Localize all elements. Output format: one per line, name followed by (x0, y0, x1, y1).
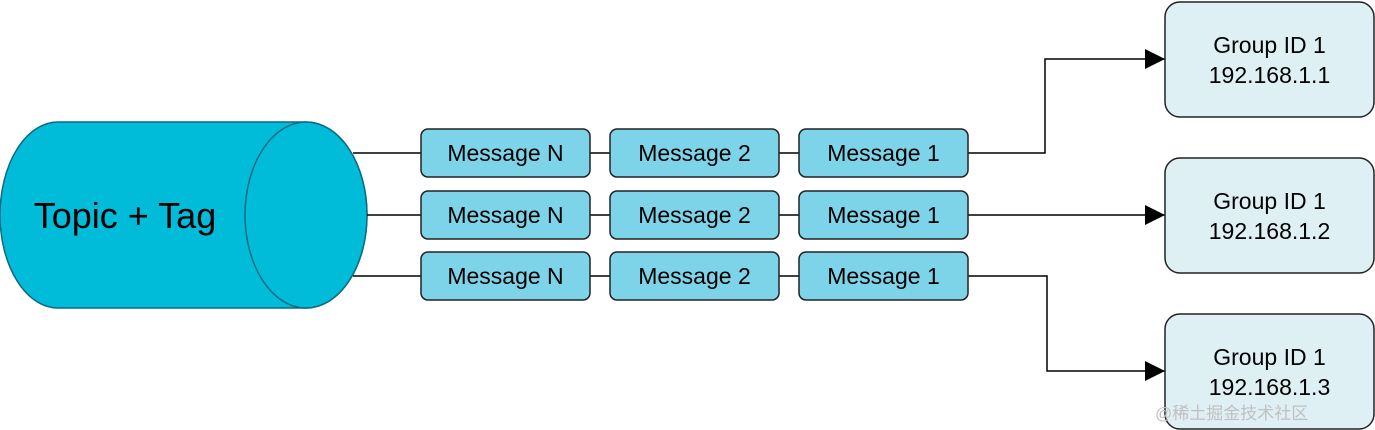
consumer-group-label: Group ID 1 (1213, 188, 1326, 214)
message-box-shape (420, 128, 591, 178)
arrow-to-consumer-3 (968, 275, 1165, 381)
message-label: Message 2 (638, 263, 751, 289)
message-box-shape (609, 128, 780, 178)
message-box: Message 2 (609, 190, 780, 240)
consumer-box-shape (1164, 157, 1375, 274)
message-queue-row: Message N Message 2 Message 1 (420, 251, 969, 301)
consumer-box: Group ID 1 192.168.1.3 (1164, 313, 1375, 430)
message-box-shape (798, 128, 969, 178)
message-box-shape (798, 190, 969, 240)
message-label: Message N (447, 263, 563, 289)
message-queue-row: Message N Message 2 Message 1 (420, 128, 969, 178)
consumer-ip-label: 192.168.1.3 (1209, 374, 1331, 400)
message-box: Message 2 (609, 251, 780, 301)
message-box-shape (420, 190, 591, 240)
topic-cylinder: Topic + Tag (0, 121, 368, 309)
message-box: Message N (420, 190, 591, 240)
topic-cylinder-end (244, 121, 368, 309)
consumer-box: Group ID 1 192.168.1.2 (1164, 157, 1375, 274)
message-queue-row: Message N Message 2 Message 1 (420, 190, 969, 240)
message-box-shape (420, 251, 591, 301)
message-label: Message 1 (827, 140, 940, 166)
message-box: Message 1 (798, 190, 969, 240)
message-label: Message N (447, 140, 563, 166)
message-label: Message 2 (638, 140, 751, 166)
consumer-ip-label: 192.168.1.2 (1209, 218, 1331, 244)
consumer-group-label: Group ID 1 (1213, 344, 1326, 370)
arrow-to-consumer-1 (968, 49, 1165, 154)
watermark: @稀土掘金技术社区 (1155, 404, 1308, 423)
message-box: Message 1 (798, 128, 969, 178)
consumer-box-shape (1164, 1, 1375, 118)
message-label: Message 2 (638, 202, 751, 228)
consumer-box: Group ID 1 192.168.1.1 (1164, 1, 1375, 118)
message-label: Message N (447, 202, 563, 228)
message-box-shape (609, 251, 780, 301)
message-box: Message 1 (798, 251, 969, 301)
message-box: Message N (420, 251, 591, 301)
connector-lines (353, 49, 1165, 381)
topic-label: Topic + Tag (34, 195, 216, 236)
message-box: Message N (420, 128, 591, 178)
consumer-ip-label: 192.168.1.1 (1209, 62, 1331, 88)
message-box-shape (798, 251, 969, 301)
message-label: Message 1 (827, 202, 940, 228)
consumer-box-shape (1164, 313, 1375, 430)
message-label: Message 1 (827, 263, 940, 289)
message-box-shape (609, 190, 780, 240)
consumer-group-label: Group ID 1 (1213, 32, 1326, 58)
message-box: Message 2 (609, 128, 780, 178)
